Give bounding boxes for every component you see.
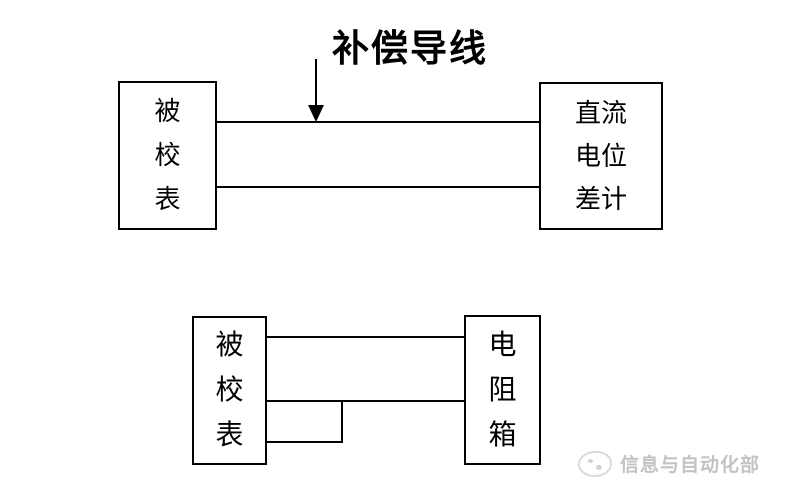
bottom-diagram-wire-upper <box>265 336 466 338</box>
dc-potentiometer-box: 直流 电位 差计 <box>539 82 663 230</box>
meter-under-test-box-top: 被 校 表 <box>118 81 217 230</box>
down-arrow-shaft <box>315 59 317 109</box>
bottom-diagram-wire-stub-horizontal <box>265 441 343 443</box>
top-diagram-wire-upper <box>216 121 541 123</box>
watermark: 信息与自动化部 <box>578 450 760 477</box>
resistance-box: 电 阻 箱 <box>464 315 541 465</box>
box-text-line: 表 <box>215 420 244 451</box>
bottom-diagram-wire-middle <box>265 400 466 402</box>
down-arrow-icon <box>308 105 324 122</box>
box-text-line: 校 <box>215 375 244 406</box>
watermark-logo-icon <box>578 450 612 477</box>
box-text-line: 差计 <box>574 184 627 214</box>
watermark-text: 信息与自动化部 <box>620 455 761 476</box>
bottom-diagram-wire-stub-vertical <box>341 400 343 443</box>
box-text-line: 校 <box>154 140 181 170</box>
box-text-line: 电位 <box>574 141 627 171</box>
meter-under-test-box-bottom: 被 校 表 <box>192 316 267 465</box>
box-text-line: 直流 <box>574 98 627 128</box>
top-diagram-wire-lower <box>216 186 541 188</box>
box-text-line: 阻 <box>488 374 517 406</box>
box-text-line: 电 <box>488 329 517 361</box>
box-text-line: 被 <box>215 330 244 361</box>
compensation-lead-label: 补偿导线 <box>332 28 488 69</box>
box-text-line: 表 <box>154 184 181 214</box>
box-text-line: 箱 <box>488 419 517 451</box>
box-text-line: 被 <box>154 96 181 126</box>
